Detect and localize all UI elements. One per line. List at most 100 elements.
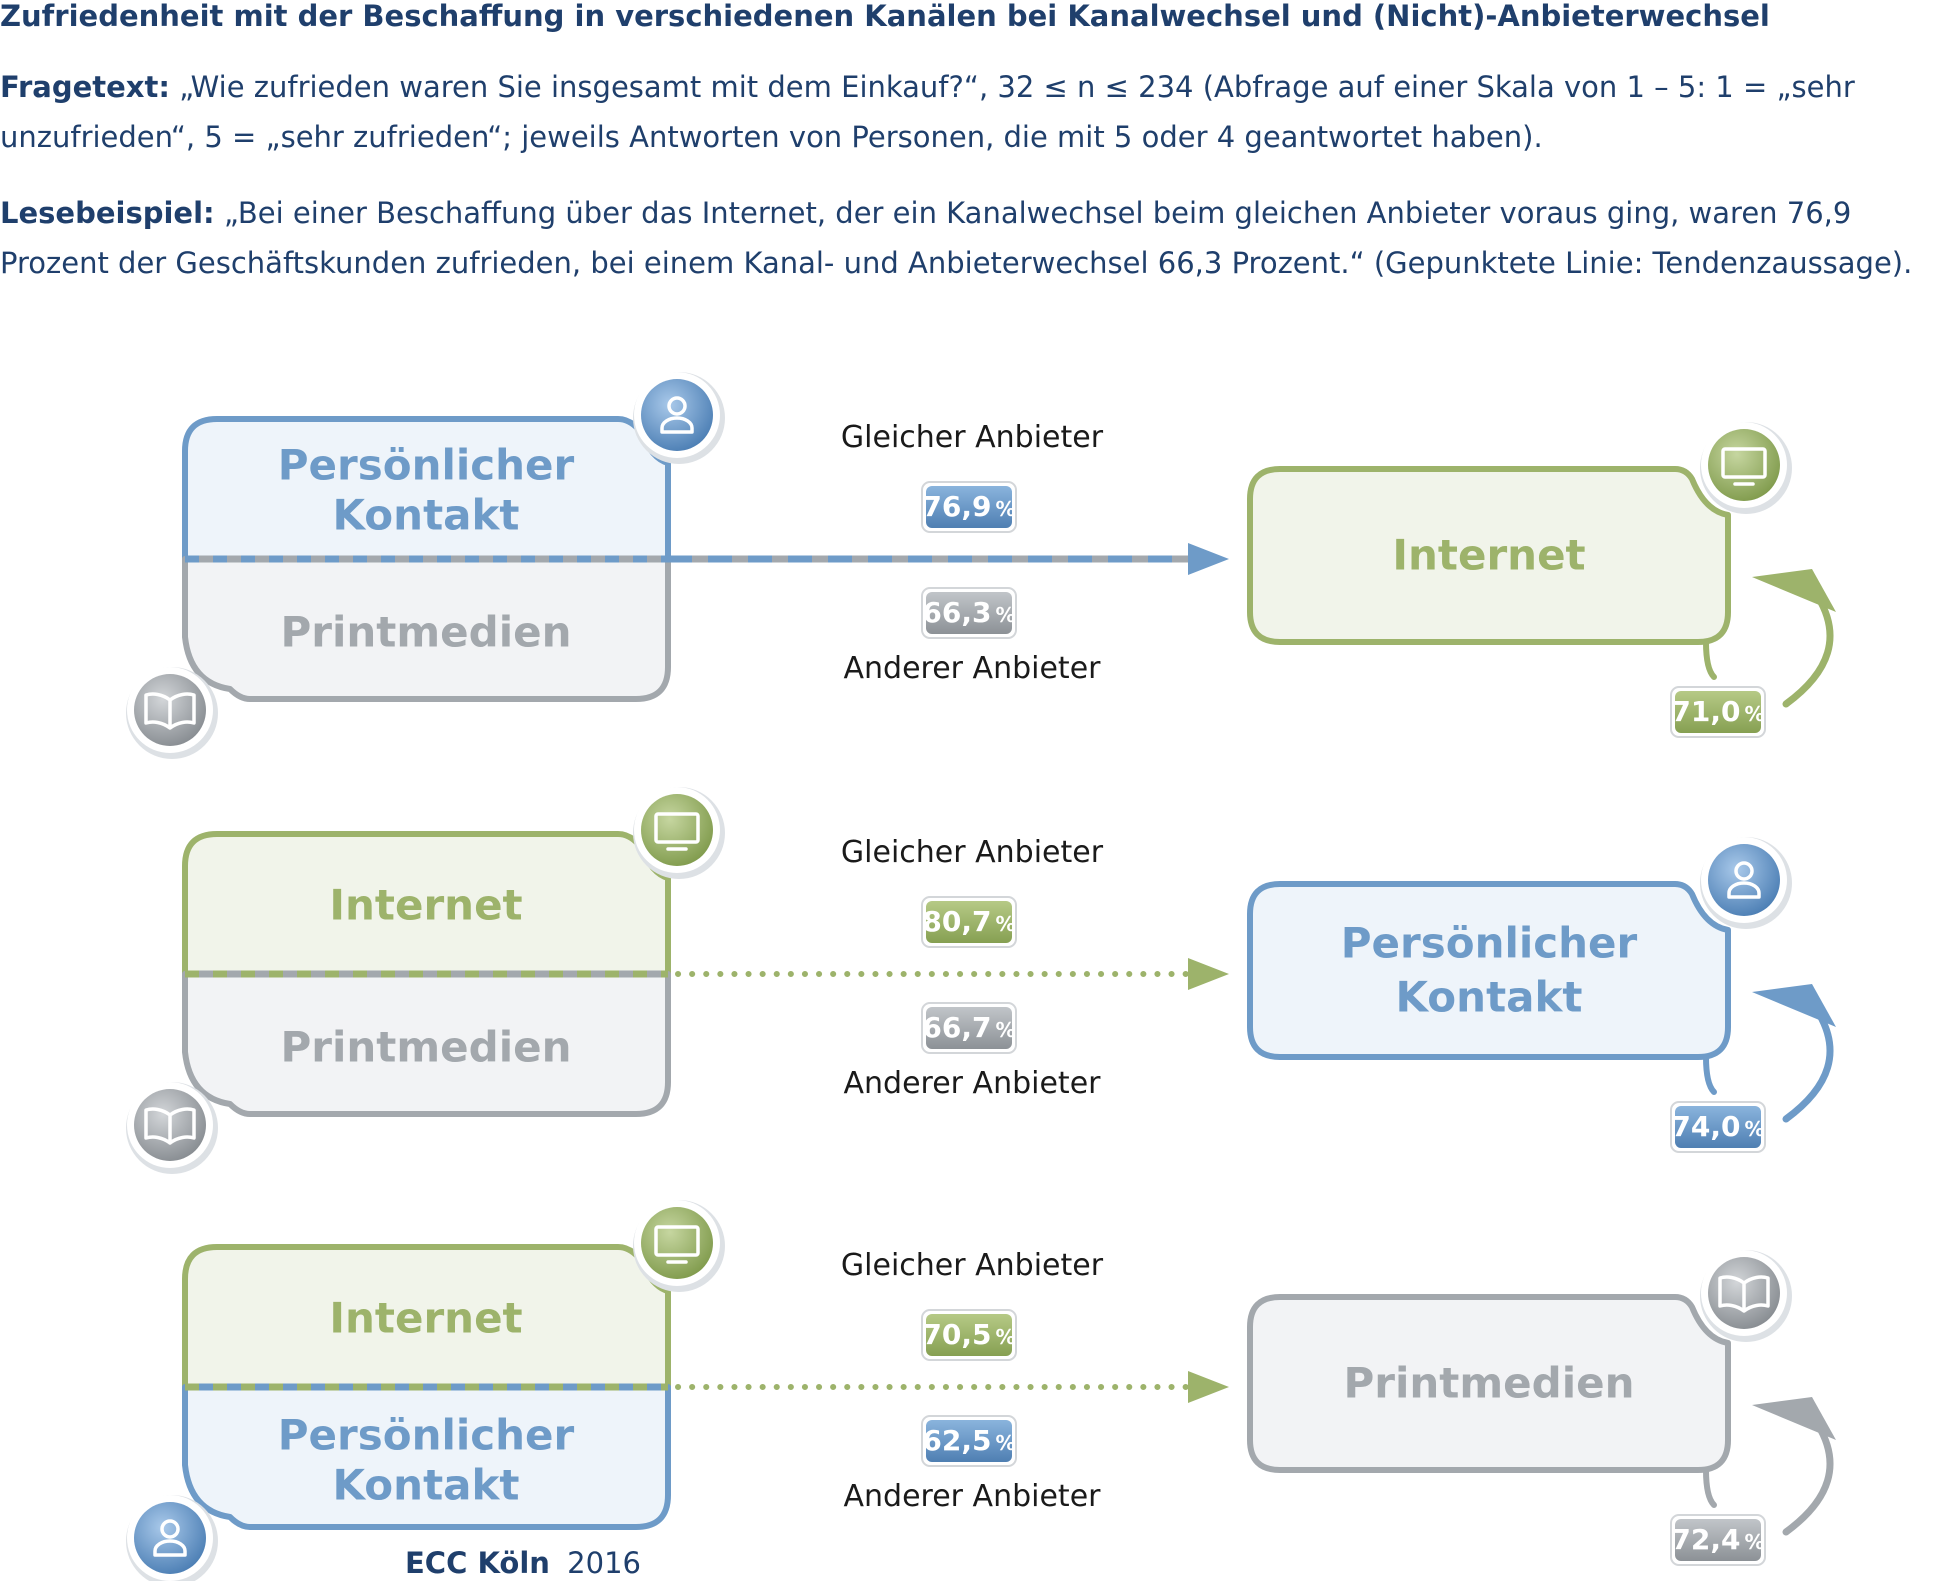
other-provider-badge-label: 66,3% [922, 596, 1015, 629]
loop-arrow-curve [1782, 1421, 1834, 1536]
same-provider-badge-label: 76,9% [922, 490, 1015, 523]
other-provider-badge-value: 66,7 [922, 1011, 991, 1044]
monitor-icon [654, 1225, 700, 1257]
other-provider-badge-percent: % [996, 1431, 1016, 1455]
print-channel-icon [126, 1082, 218, 1174]
loop-value-badge-value: 71,0 [1671, 695, 1740, 728]
same-provider-badge: 70,5% [921, 1309, 1017, 1361]
source-label-lower-line: Kontakt [333, 1461, 520, 1510]
other-provider-label: Anderer Anbieter [844, 1066, 1102, 1101]
other-provider-badge-percent: % [996, 603, 1016, 627]
persoenlich-channel-icon [126, 1495, 218, 1581]
same-provider-badge-percent: % [996, 497, 1016, 521]
person-icon-body [153, 1539, 187, 1557]
same-provider-badge-label: 70,5% [922, 1318, 1015, 1351]
same-provider-badge: 80,7% [921, 896, 1017, 948]
other-provider-badge-fill [926, 1007, 1012, 1049]
same-provider-badge: 76,9% [921, 481, 1017, 533]
loop-arrow-curve [1782, 593, 1834, 708]
person-icon [160, 1519, 180, 1539]
other-provider-badge: 66,3% [921, 587, 1017, 639]
loop-arrow-tail [1703, 639, 1717, 680]
same-provider-badge-fill [926, 1314, 1012, 1356]
person-icon-body [1727, 881, 1761, 899]
book-icon [144, 692, 196, 730]
source-box-lower [182, 971, 671, 1117]
loop-arrow-head [1752, 569, 1836, 612]
other-provider-badge-label: 66,7% [922, 1011, 1015, 1044]
loop-value-badge: 72,4% [1670, 1514, 1766, 1566]
loop-arrow-head [1752, 984, 1836, 1027]
other-provider-badge: 66,7% [921, 1002, 1017, 1054]
other-provider-badge-fill [926, 1420, 1012, 1462]
other-provider-label: Anderer Anbieter [844, 651, 1102, 686]
monitor-icon [1721, 447, 1767, 479]
loop-value-badge-fill [1675, 691, 1761, 733]
loop-value-badge-label: 72,4% [1671, 1523, 1764, 1556]
other-provider-badge-fill [926, 592, 1012, 634]
target-box [1247, 881, 1731, 1060]
footer-year: 2016 [567, 1546, 641, 1580]
source-label-lower: Printmedien [281, 1023, 572, 1072]
arrow-head [1188, 958, 1229, 990]
loop-value-badge-fill [1675, 1106, 1761, 1148]
print-channel-icon [126, 667, 218, 759]
source-label-lower: Printmedien [281, 608, 572, 657]
same-provider-label: Gleicher Anbieter [841, 835, 1104, 870]
source-label-upper: Internet [329, 881, 522, 930]
loop-value-badge-value: 74,0 [1671, 1110, 1740, 1143]
target-label-line: Kontakt [1396, 973, 1583, 1022]
same-provider-label: Gleicher Anbieter [841, 420, 1104, 455]
source-label-lower-line: Printmedien [281, 608, 572, 657]
persoenlich-channel-icon [1700, 837, 1792, 929]
other-provider-badge-label: 62,5% [922, 1424, 1015, 1457]
source-box-lower [182, 556, 671, 702]
lesebeispiel: Lesebeispiel: „Bei einer Beschaffung übe… [0, 188, 1940, 288]
lesebeispiel-text: „Bei einer Beschaffung über das Internet… [0, 196, 1913, 280]
page-title: Zufriedenheit mit der Beschaffung in ver… [0, 0, 1770, 33]
loop-value-badge-percent: % [1745, 1530, 1765, 1554]
same-provider-badge-label: 80,7% [922, 905, 1015, 938]
loop-value-badge: 74,0% [1670, 1101, 1766, 1153]
loop-value-badge-percent: % [1745, 1117, 1765, 1141]
target-label: Internet [1392, 531, 1585, 580]
person-icon [667, 396, 687, 416]
loop-value-badge: 71,0% [1670, 686, 1766, 738]
loop-value-badge-label: 74,0% [1671, 1110, 1764, 1143]
source-label-upper-line: Internet [329, 881, 522, 930]
same-provider-badge-percent: % [996, 1325, 1016, 1349]
fragetext: Fragetext: „Wie zufrieden waren Sie insg… [0, 62, 1940, 162]
other-provider-badge-percent: % [996, 1018, 1016, 1042]
person-icon [1734, 861, 1754, 881]
same-provider-badge-value: 80,7 [922, 905, 991, 938]
loop-value-badge-fill [1675, 1519, 1761, 1561]
target-box [1247, 466, 1731, 645]
icon-disc [641, 794, 713, 866]
loop-value-badge-value: 72,4 [1671, 1523, 1740, 1556]
other-provider-badge-value: 66,3 [922, 596, 991, 629]
loop-value-badge-label: 71,0% [1671, 695, 1764, 728]
book-icon [144, 1107, 196, 1145]
target-label-line: Persönlicher [1341, 919, 1638, 968]
target-label-line: Internet [1392, 531, 1585, 580]
loop-arrow-tail [1703, 1054, 1717, 1095]
loop-arrow-curve [1782, 1008, 1834, 1123]
monitor-icon [654, 812, 700, 844]
arrow-head [1188, 1371, 1229, 1403]
same-provider-badge-value: 76,9 [922, 490, 991, 523]
footer-credit: ECC Köln 2016 [405, 1546, 641, 1580]
same-provider-badge-percent: % [996, 912, 1016, 936]
print-channel-icon [1700, 1250, 1792, 1342]
same-provider-badge-value: 70,5 [922, 1318, 991, 1351]
source-box-lower [182, 1384, 671, 1530]
source-label-upper-line: Kontakt [333, 491, 520, 540]
fragetext-label: Fragetext: [0, 70, 170, 104]
target-box [1247, 1294, 1731, 1473]
persoenlich-channel-icon [633, 372, 725, 464]
internet-channel-icon [633, 787, 725, 879]
fragetext-text: „Wie zufrieden waren Sie insgesamt mit d… [0, 70, 1855, 154]
